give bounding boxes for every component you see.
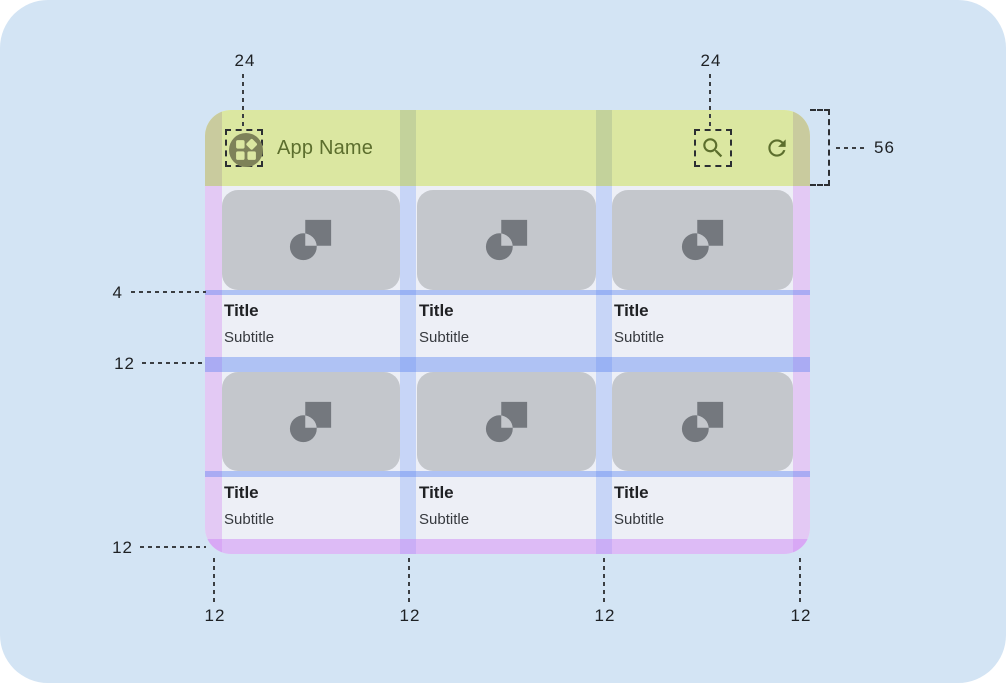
card-title: Title [224,301,259,320]
image-text-gap-overlay [205,471,810,477]
card-image[interactable] [222,372,400,471]
right-margin-overlay [793,110,810,554]
measure-label-24-left: 24 [234,51,256,70]
bottom-margin-overlay [205,539,810,554]
top-app-bar: App Name [205,110,810,186]
card-text[interactable]: Title Subtitle [222,295,400,357]
measure-label-56: 56 [874,138,895,157]
leader-line [142,362,206,364]
measure-label-24-right: 24 [700,51,722,70]
measure-label-12-edge-right: 12 [790,606,812,625]
card-subtitle: Subtitle [419,511,470,528]
card-image[interactable] [417,372,596,471]
search-icon-measure-box [694,129,732,167]
card-image[interactable] [612,372,793,471]
leader-line [408,558,410,602]
card-subtitle: Subtitle [614,329,665,346]
leader-line [603,558,605,602]
card-subtitle: Subtitle [419,329,470,346]
card-text[interactable]: Title Subtitle [222,477,400,539]
card-text[interactable]: Title Subtitle [612,477,793,539]
gutter-overlay-1 [400,110,416,554]
app-mockup: App Name [205,110,810,554]
search-icon[interactable] [700,135,726,161]
card-text[interactable]: Title Subtitle [612,295,793,357]
leader-line [242,74,244,128]
card-image[interactable] [612,190,793,290]
card-image[interactable] [222,190,400,290]
measure-label-12-edge: 12 [204,606,226,625]
left-margin-overlay [205,110,222,554]
measure-label-12-bottom-margin: 12 [112,538,133,557]
leader-line [799,558,801,602]
app-title: App Name [277,137,374,159]
card-title: Title [614,301,649,320]
leader-line [131,291,206,293]
card-subtitle: Subtitle [224,511,275,528]
card-title: Title [419,483,454,502]
refresh-icon[interactable] [764,135,790,161]
card-subtitle: Subtitle [224,329,275,346]
app-grid-icon[interactable] [229,133,263,167]
measure-label-12-rowgap: 12 [114,354,135,373]
measure-label-12-gutter1: 12 [399,606,421,625]
card-text[interactable]: Title Subtitle [417,295,596,357]
image-text-gap-overlay [205,290,810,295]
card-title: Title [419,301,454,320]
leader-line [836,147,868,149]
bar-height-bracket [810,109,830,186]
card-title: Title [224,483,259,502]
measure-label-12-gutter2: 12 [594,606,616,625]
measure-label-4: 4 [112,283,123,302]
gutter-overlay-2 [596,110,612,554]
leader-line [709,74,711,128]
leader-line [140,546,206,548]
app-icon-measure-box [225,129,263,167]
card-text[interactable]: Title Subtitle [417,477,596,539]
card-subtitle: Subtitle [614,511,665,528]
card-image[interactable] [417,190,596,290]
row-gap-overlay [205,357,810,372]
leader-line [213,558,215,602]
card-title: Title [614,483,649,502]
